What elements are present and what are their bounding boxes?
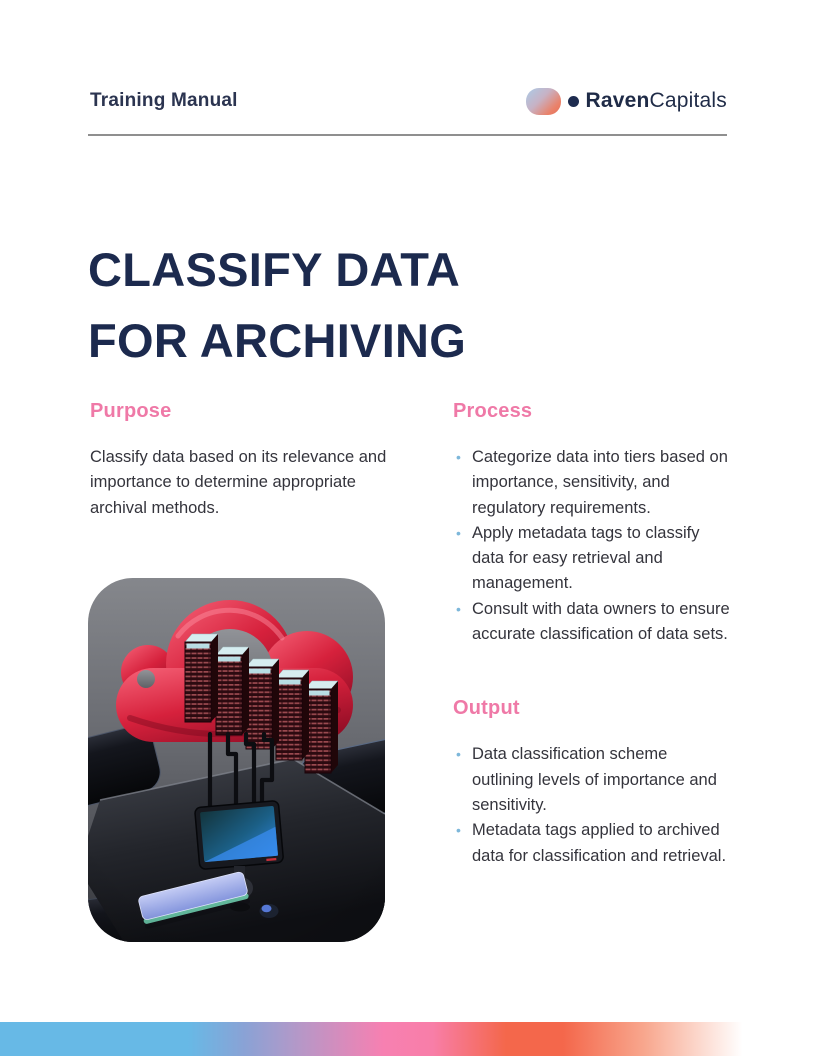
- brand-name-light: Capitals: [649, 89, 727, 112]
- brand-name: RavenCapitals: [586, 89, 728, 113]
- purpose-heading: Purpose: [90, 400, 172, 422]
- illustration-svg: [88, 578, 385, 942]
- illustration-vignette: [88, 578, 385, 942]
- cloud-server-illustration: [88, 578, 385, 942]
- brand-logo: RavenCapitals: [525, 87, 728, 115]
- purpose-body: Classify data based on its relevance and…: [90, 448, 387, 517]
- right-column: Process Categorize data into tiers based…: [453, 400, 731, 869]
- output-heading: Output: [453, 697, 520, 720]
- page-header: Training Manual RavenCapitals: [90, 85, 727, 117]
- page-title: CLASSIFY DATA FOR ARCHIVING: [88, 234, 648, 376]
- footer-gradient-bar: [0, 1022, 816, 1056]
- list-item: Metadata tags applied to archived data f…: [453, 818, 731, 869]
- list-item: Consult with data owners to ensure accur…: [453, 597, 731, 648]
- page-title-line1: CLASSIFY DATA: [88, 243, 461, 297]
- page-title-line2: FOR ARCHIVING: [88, 314, 467, 368]
- output-section: Output Data classification scheme outlin…: [453, 697, 731, 868]
- brand-logo-dot-icon: [567, 95, 579, 107]
- process-heading: Process: [453, 400, 533, 422]
- brand-name-bold: Raven: [585, 89, 650, 112]
- brand-logo-mark-icon: [525, 87, 561, 115]
- output-list: Data classification scheme outlining lev…: [453, 742, 731, 868]
- doc-type-label: Training Manual: [90, 90, 238, 111]
- left-column: Purpose Classify data based on its relev…: [90, 400, 400, 521]
- list-item: Data classification scheme outlining lev…: [453, 742, 731, 818]
- list-item: Categorize data into tiers based on impo…: [453, 445, 731, 521]
- header-divider: [88, 134, 727, 136]
- process-list: Categorize data into tiers based on impo…: [453, 445, 731, 647]
- list-item: Apply metadata tags to classify data for…: [453, 521, 731, 597]
